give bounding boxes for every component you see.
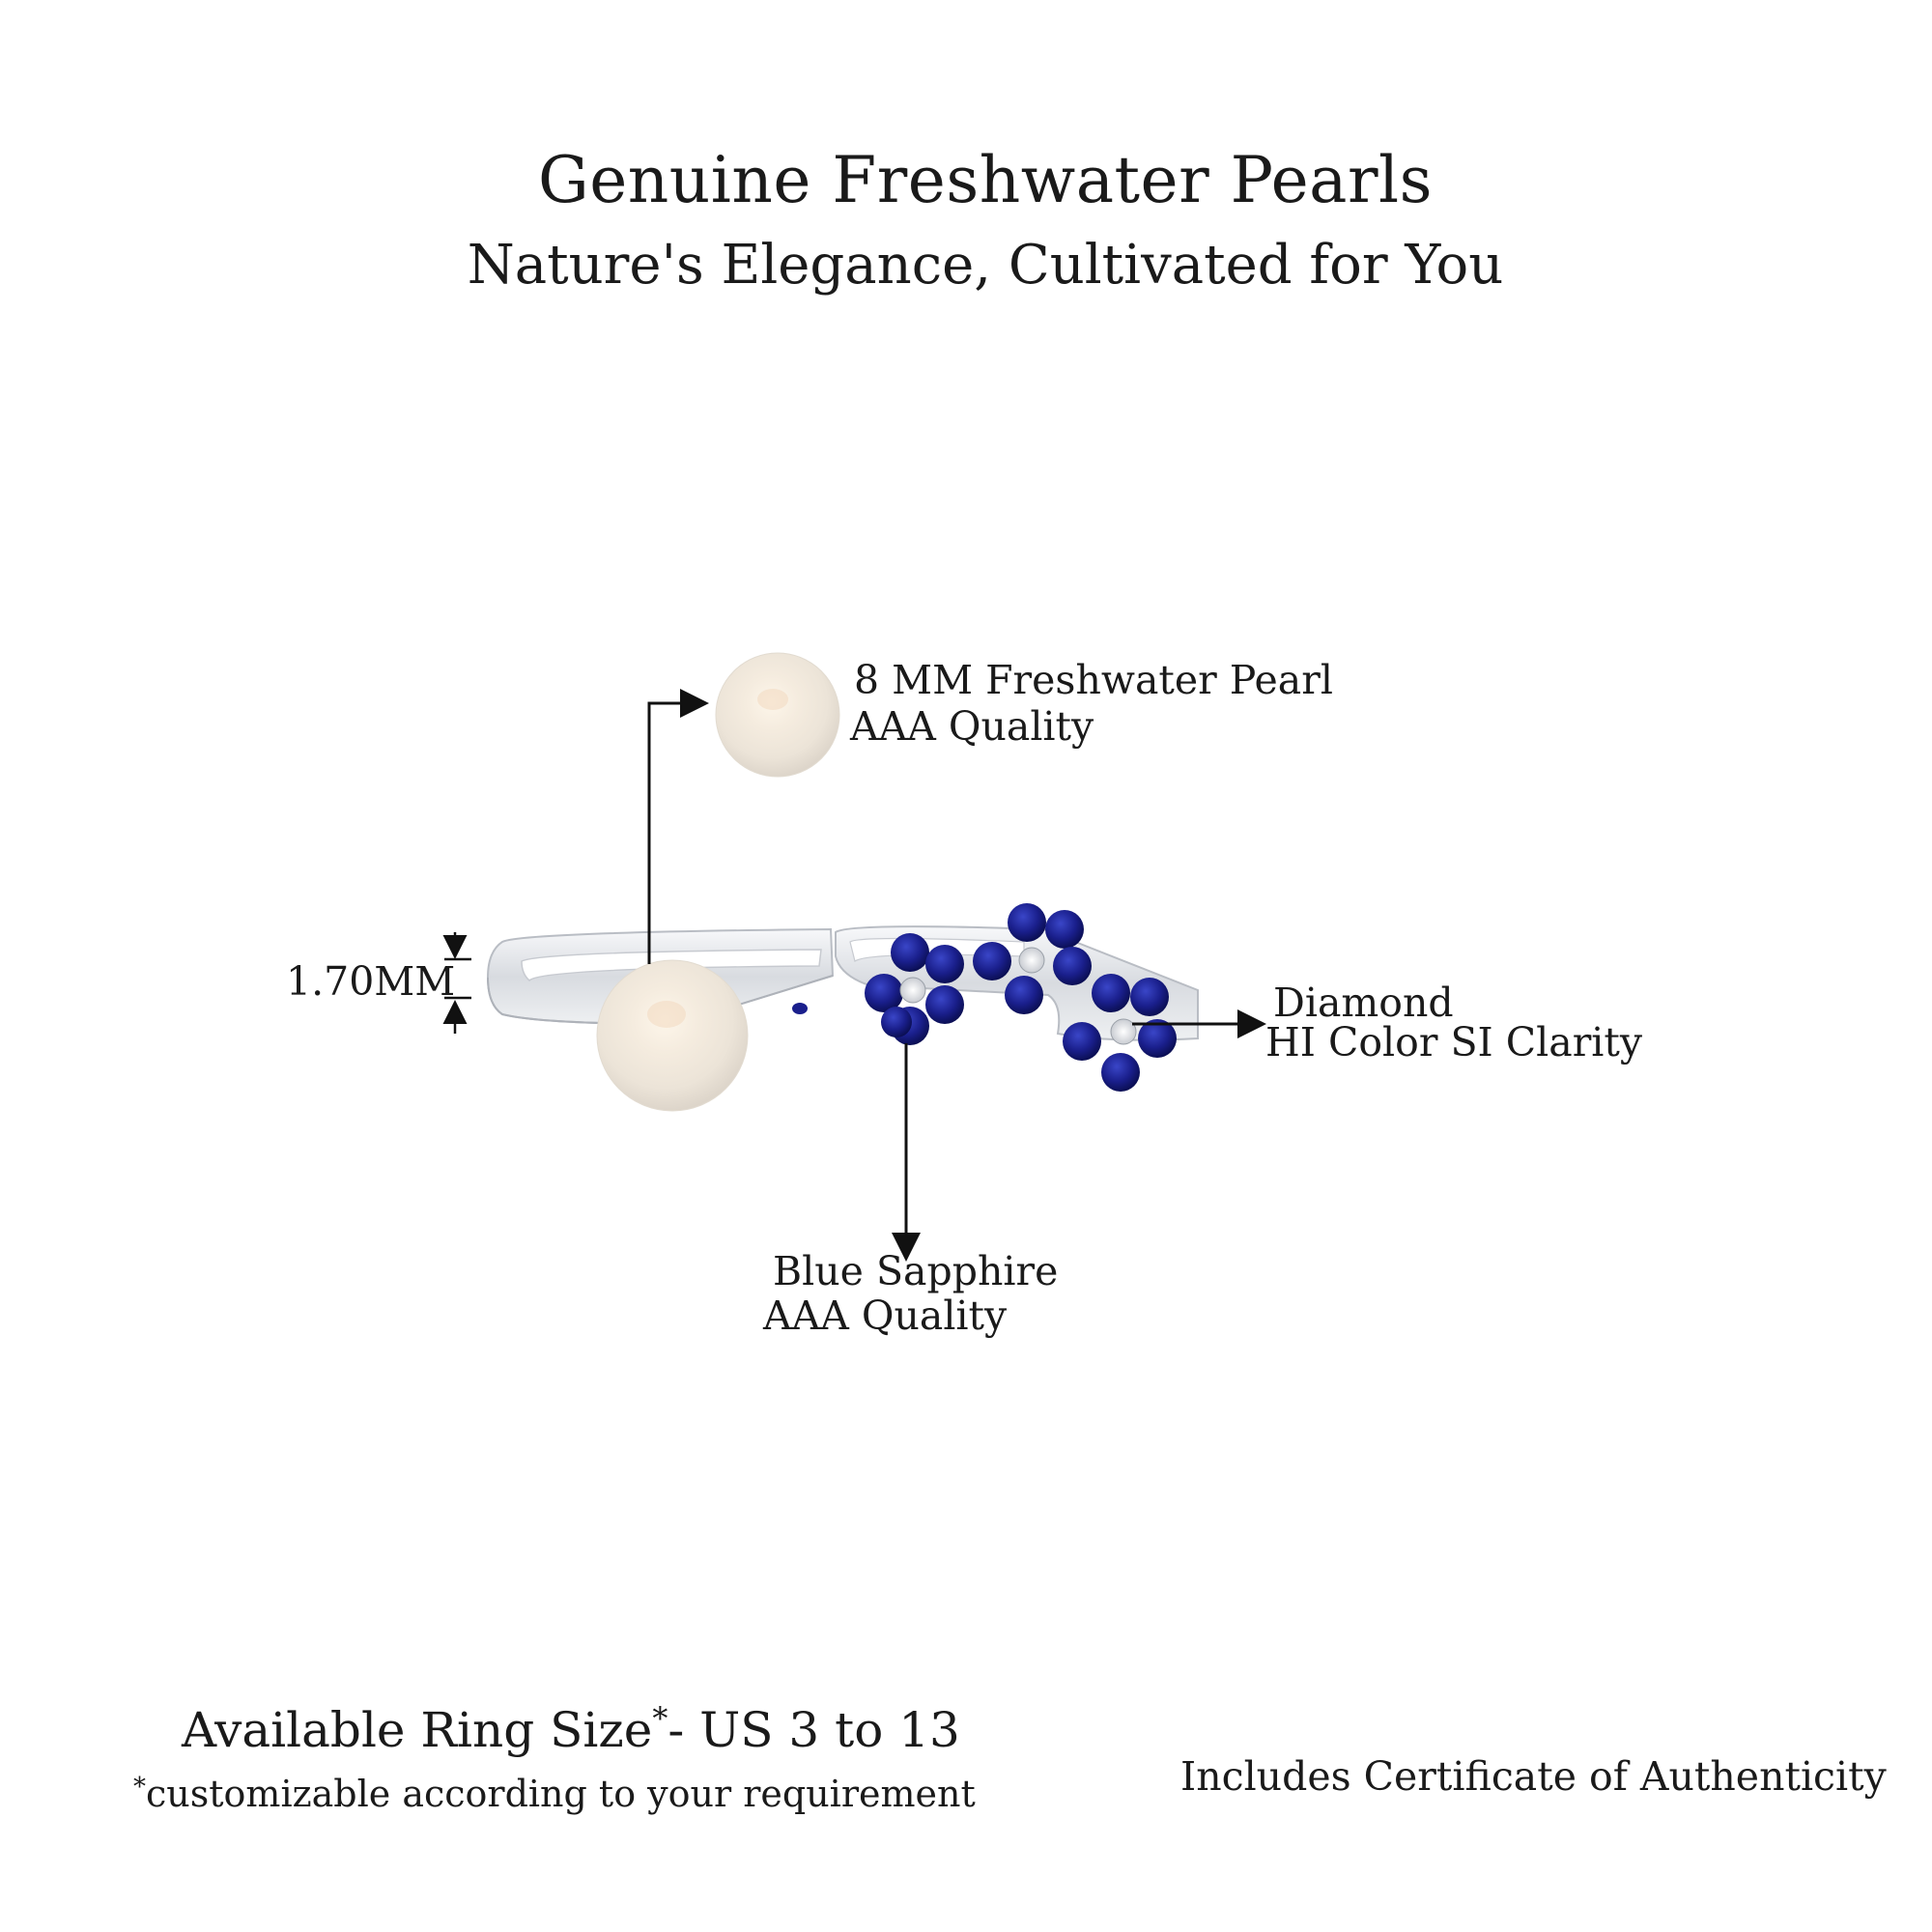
ring-size-info: Available Ring Size*- US 3 to 13 [182, 1700, 960, 1758]
sapphire-flower-3 [1063, 974, 1177, 1092]
ring-size-asterisk: * [652, 1700, 668, 1737]
sapphire-flower-2 [973, 903, 1092, 1014]
sapphire-label-line2: AAA Quality [763, 1293, 1008, 1339]
page-title: Genuine Freshwater Pearls [537, 143, 1434, 217]
diamond-label-line2: HI Color SI Clarity [1265, 1019, 1643, 1065]
customization-note: *customizable according to your requirem… [133, 1773, 976, 1815]
certificate-note: Includes Certificate of Authenticity [1180, 1753, 1887, 1800]
pearl-label-line1: 8 MM Freshwater Pearl [854, 657, 1333, 703]
ring-size-label: Available Ring Size [182, 1702, 653, 1758]
note-asterisk: * [133, 1773, 146, 1802]
band-width-marker [442, 932, 471, 1034]
loose-pearl [715, 652, 840, 778]
note-text: customizable according to your requireme… [146, 1773, 976, 1815]
sapphire-flower-1 [865, 933, 964, 1045]
band-width-label: 1.70MM [286, 958, 456, 1005]
ring-pearl [596, 959, 749, 1112]
page-subtitle: Nature's Elegance, Cultivated for You [467, 234, 1504, 297]
pearl-callout-line [647, 689, 709, 964]
ring-size-value: - US 3 to 13 [668, 1702, 960, 1758]
pearl-label-line2: AAA Quality [850, 703, 1094, 750]
sapphire-label-line1: Blue Sapphire [773, 1248, 1059, 1294]
diamond-label-line1: Diamond [1273, 980, 1454, 1026]
